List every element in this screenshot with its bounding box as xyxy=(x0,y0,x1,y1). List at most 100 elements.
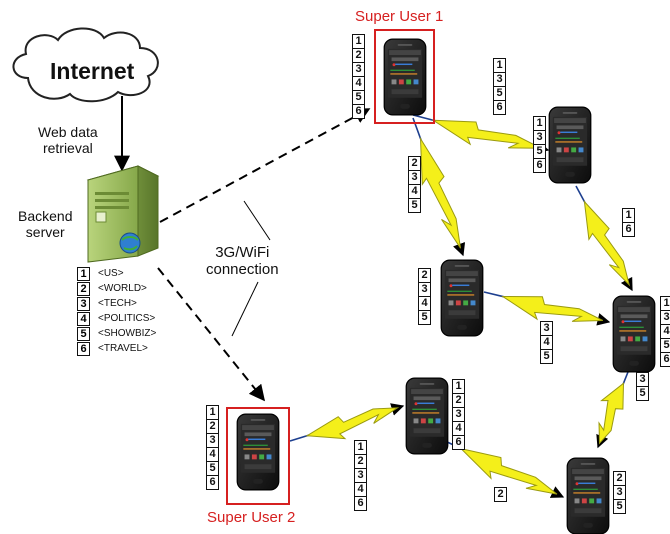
category-row: 2 <WORLD> xyxy=(77,281,156,296)
tag-cell: 3 xyxy=(452,408,465,422)
tag-cell: 6 xyxy=(452,436,465,450)
tag-cell: 6 xyxy=(660,353,670,367)
tag-cell: 2 xyxy=(418,268,431,283)
category-row: 4 <POLITICS> xyxy=(77,311,156,326)
tag-cell: 1 xyxy=(533,116,546,131)
backend-label-line1: Backend xyxy=(18,208,73,224)
lightning-bolt-icon xyxy=(459,447,558,495)
tag-cell: 1 xyxy=(493,58,506,73)
lightning-bolt-icon xyxy=(431,119,542,149)
category-row: 5 <SHOWBIZ> xyxy=(77,326,156,341)
smartphone-icon xyxy=(383,38,427,116)
category-name: <WORLD> xyxy=(98,283,147,294)
tag-cell: 3 xyxy=(540,321,553,336)
tag-cell: 5 xyxy=(540,350,553,364)
tag-cell: 4 xyxy=(540,336,553,350)
smartphone-icon xyxy=(405,377,449,455)
smartphone-icon xyxy=(236,413,280,491)
lightning-bolt-icon xyxy=(305,407,400,440)
tag-cell: 5 xyxy=(636,387,649,401)
internet-label: Internet xyxy=(50,58,135,84)
tag-cell: 1 xyxy=(354,440,367,455)
lightning-bolt-icon xyxy=(501,295,604,322)
backend-server-icon xyxy=(86,165,160,263)
dashed-link-su2 xyxy=(157,267,266,402)
tag-cell: 3 xyxy=(418,283,431,297)
tag-cell: 1 xyxy=(206,405,219,420)
dashed-link-su1 xyxy=(159,108,371,223)
tag-cell: 2 xyxy=(408,156,421,171)
category-index: 4 xyxy=(77,311,90,326)
lightning-bolt-icon xyxy=(598,382,625,445)
tag-cell: 5 xyxy=(418,311,431,325)
tag-cell: 6 xyxy=(206,476,219,490)
category-index: 2 xyxy=(77,281,90,296)
category-index: 3 xyxy=(77,296,90,311)
tag-cell: 1 xyxy=(622,208,635,223)
lightning-bolt-icon xyxy=(583,200,631,287)
super-user-1-frame xyxy=(374,29,435,124)
category-name: <TRAVEL> xyxy=(98,343,148,354)
tag-cell: 2 xyxy=(494,487,507,502)
category-row: 3<TECH> xyxy=(77,296,156,311)
tag-cell: 6 xyxy=(622,223,635,237)
tag-cell: 3 xyxy=(354,469,367,483)
tag-cell: 4 xyxy=(452,422,465,436)
category-name: <POLITICS> xyxy=(98,313,156,324)
smartphone-icon xyxy=(612,295,656,373)
super-user-2-label: Super User 2 xyxy=(207,509,296,526)
connection-leader-top xyxy=(243,200,271,241)
tag-cell: 6 xyxy=(352,105,365,119)
category-name: <US> xyxy=(98,268,124,279)
connection-label-line2: connection xyxy=(206,261,279,278)
phones-layer xyxy=(236,38,656,534)
tag-cell: 5 xyxy=(493,87,506,101)
tag-cell: 3 xyxy=(493,73,506,87)
category-name: <SHOWBIZ> xyxy=(98,328,157,339)
tag-cell: 6 xyxy=(354,497,367,511)
retrieval-label-line1: Web data xyxy=(38,124,98,140)
backend-label: Backend server xyxy=(18,208,72,240)
retrieval-label: Web data retrieval xyxy=(38,124,98,156)
connection-label-line1: 3G/WiFi xyxy=(215,244,270,261)
tag-cell: 2 xyxy=(352,49,365,63)
tag-cell: 6 xyxy=(533,159,546,173)
tag-cell: 1 xyxy=(452,379,465,394)
tag-cell: 4 xyxy=(408,185,421,199)
retrieval-label-line2: retrieval xyxy=(42,140,93,156)
tag-cell: 4 xyxy=(660,325,670,339)
category-index: 1 xyxy=(77,266,90,281)
link-tag-box: 2 xyxy=(494,487,507,502)
category-index: 6 xyxy=(77,341,90,356)
internet-cloud xyxy=(12,27,159,103)
tag-cell: 5 xyxy=(613,500,626,514)
category-index: 5 xyxy=(77,326,90,341)
tag-cell: 3 xyxy=(206,434,219,448)
tag-cell: 3 xyxy=(352,63,365,77)
links-layer xyxy=(289,114,633,498)
super-user-2-frame xyxy=(226,407,290,505)
tag-cell: 5 xyxy=(533,145,546,159)
lightning-bolt-icon xyxy=(419,136,461,249)
tag-cell: 2 xyxy=(613,471,626,486)
tag-cell: 2 xyxy=(206,420,219,434)
smartphone-icon xyxy=(548,106,592,184)
category-row: 6 <TRAVEL> xyxy=(77,341,156,356)
tag-cell: 4 xyxy=(418,297,431,311)
category-legend: 1 <US> 2 <WORLD> 3<TECH>4 <POLITICS> 5 <SHOWBIZ… xyxy=(77,266,156,356)
tag-cell: 3 xyxy=(408,171,421,185)
tag-cell: 4 xyxy=(354,483,367,497)
